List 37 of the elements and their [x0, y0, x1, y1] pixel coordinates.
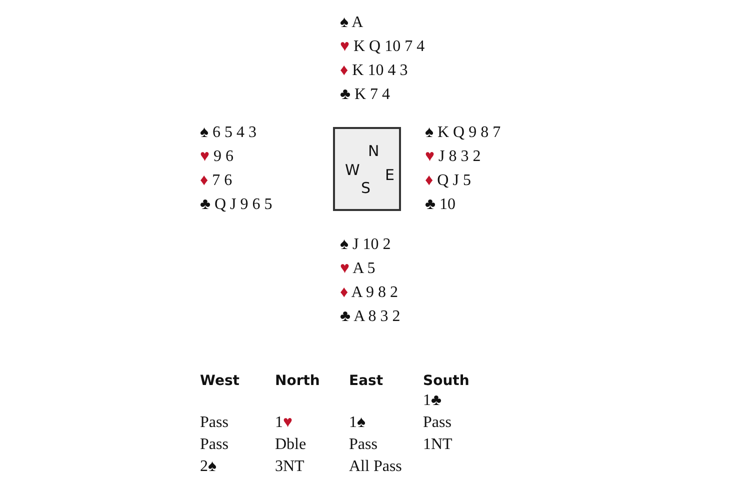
- bid: 3NT: [275, 458, 304, 476]
- card-holding: ♥ 9 6: [200, 148, 234, 166]
- card-holding: ♦ Q J 5: [425, 172, 471, 190]
- bid: Dble: [275, 436, 306, 454]
- bid: All Pass: [349, 458, 402, 476]
- card-holding: ♥ J 8 3 2: [425, 148, 481, 166]
- card-holding: ♥ A 5: [340, 260, 376, 278]
- card-holding: ♥ K Q 10 7 4: [340, 38, 425, 56]
- bid: 1♥: [275, 414, 292, 432]
- card-holding: ♠ 6 5 4 3: [200, 124, 256, 142]
- column-header: South: [423, 372, 470, 390]
- card-holding: ♦ A 9 8 2: [340, 284, 398, 302]
- card-holding: ♣ A 8 3 2: [340, 308, 400, 326]
- west-letter: W: [345, 162, 360, 178]
- bid: 2♠: [200, 458, 216, 476]
- north-letter: N: [368, 143, 380, 159]
- bid: Pass: [200, 436, 228, 454]
- column-header: West: [200, 372, 240, 390]
- bid: Pass: [423, 414, 452, 432]
- card-holding: ♠ J 10 2: [340, 236, 391, 254]
- column-header: North: [275, 372, 320, 390]
- card-holding: ♣ K 7 4: [340, 86, 390, 104]
- card-holding: ♦ 7 6: [200, 172, 232, 190]
- bid: 1♣: [423, 392, 442, 410]
- bid: Pass: [349, 436, 378, 454]
- compass-box: [333, 127, 401, 211]
- bid: Pass: [200, 414, 228, 432]
- bid: 1♠: [349, 414, 366, 432]
- card-holding: ♠ K Q 9 8 7: [425, 124, 501, 142]
- card-holding: ♠ A: [340, 14, 364, 32]
- column-header: East: [349, 372, 384, 390]
- east-letter: E: [385, 167, 394, 183]
- bid: 1NT: [423, 436, 452, 454]
- card-holding: ♣ Q J 9 6 5: [200, 196, 272, 214]
- card-holding: ♦ K 10 4 3: [340, 62, 408, 80]
- card-holding: ♣ 10: [425, 196, 456, 214]
- south-letter: S: [361, 180, 371, 196]
